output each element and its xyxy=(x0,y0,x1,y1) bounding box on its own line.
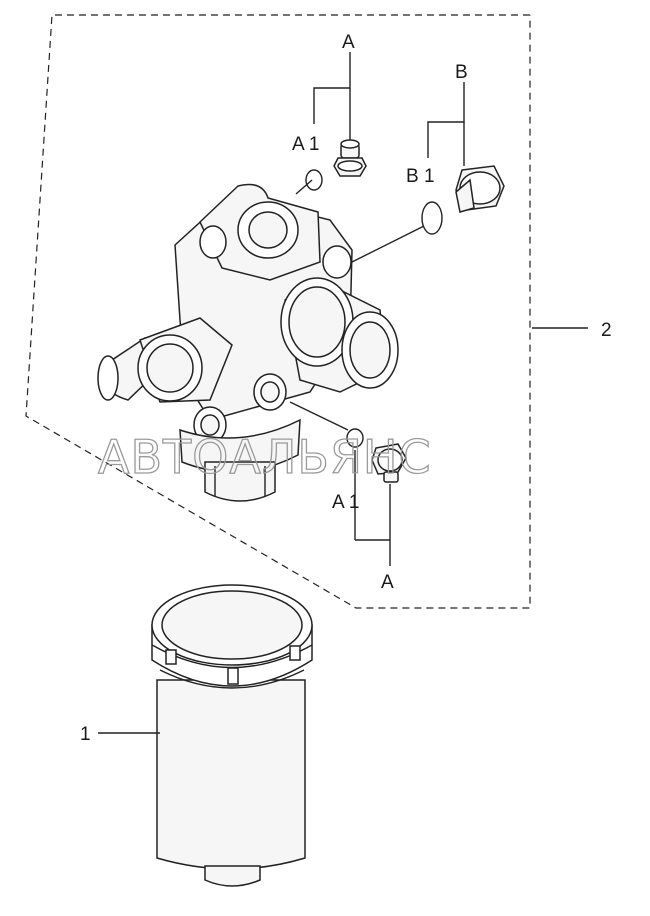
leader-valve-b1 xyxy=(351,225,425,263)
valve-body xyxy=(97,183,399,502)
label-b1-top: B 1 xyxy=(406,166,435,187)
watermark: АВТОАЛЬЯНС xyxy=(98,430,432,484)
bolt-a-bottom xyxy=(371,443,407,483)
o-ring-a1-top xyxy=(305,169,323,191)
bracket-a-top xyxy=(313,52,351,124)
leader-valve-a1-top xyxy=(295,179,313,195)
label-a1-top: A 1 xyxy=(292,134,319,155)
bolt-a-top xyxy=(333,139,367,177)
label-a1-bottom: A 1 xyxy=(332,492,359,513)
o-ring-b1 xyxy=(421,201,443,235)
assembly-boundary xyxy=(25,14,531,609)
filter-cartridge xyxy=(151,584,313,887)
label-a-bottom: A xyxy=(381,572,394,593)
leader-valve-a1-bottom xyxy=(289,401,349,431)
bracket-b xyxy=(427,82,465,158)
label-a-top: A xyxy=(342,32,355,53)
label-b-top: B xyxy=(455,62,468,83)
o-ring-a1-bottom xyxy=(346,428,364,448)
bolt-b xyxy=(455,165,505,213)
label-ref-2: 2 xyxy=(601,320,612,341)
label-ref-1: 1 xyxy=(80,724,91,745)
